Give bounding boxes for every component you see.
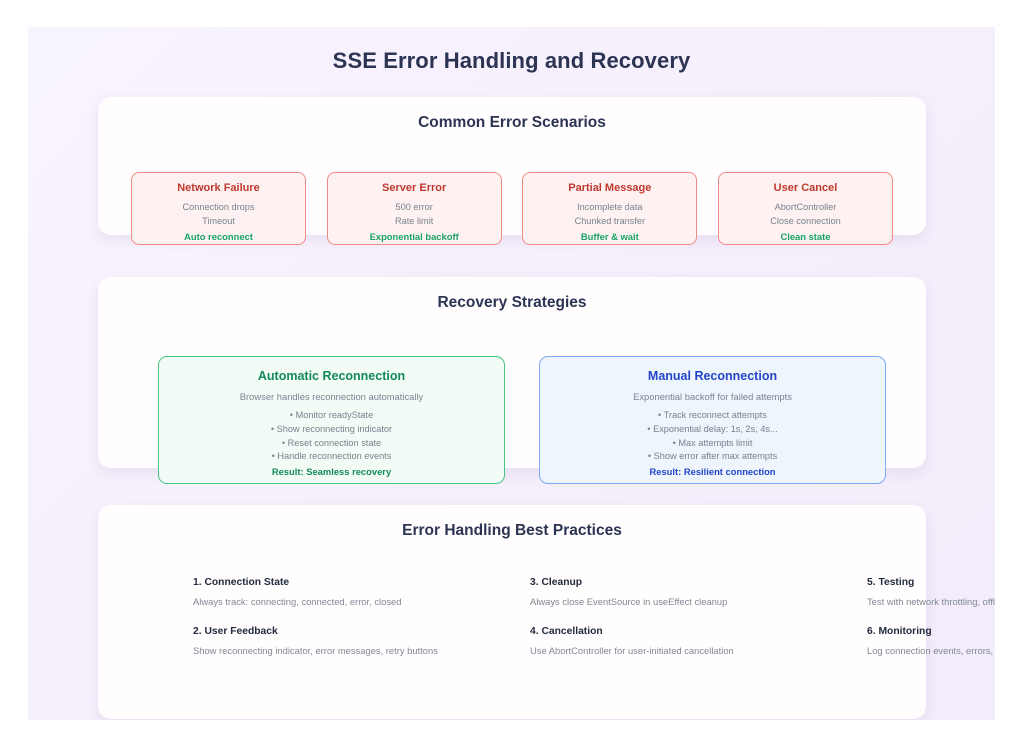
- error-card-detail: 500 error: [395, 202, 433, 212]
- practice-column-1: 1. Connection State Always track: connec…: [193, 577, 530, 656]
- practice-title: 6. Monitoring: [867, 626, 932, 637]
- error-card-detail: Timeout: [202, 215, 235, 226]
- error-card-fix: Exponential backoff: [369, 230, 459, 242]
- error-card-title: Partial Message: [568, 182, 652, 194]
- recovery-panel-automatic-reconnection[interactable]: Automatic Reconnection Browser handles r…: [158, 356, 505, 484]
- recovery-panel-result: Result: Resilient connection: [649, 466, 776, 478]
- page-title: SSE Error Handling and Recovery: [332, 48, 691, 73]
- error-card-detail: Incomplete data: [577, 202, 643, 212]
- error-card-title: User Cancel: [773, 182, 838, 194]
- recovery-panel-bullet: • Show error after max attempts: [647, 451, 778, 462]
- practice-title: 1. Connection State: [193, 577, 290, 588]
- practice-title: 2. User Feedback: [193, 626, 278, 637]
- error-card-detail: AbortController: [774, 202, 837, 212]
- recovery-panel-bullet: • Reset connection state: [281, 437, 382, 448]
- practice-column-2: 3. Cleanup Always close EventSource in u…: [530, 577, 867, 656]
- section-heading-errors: Common Error Scenarios: [418, 114, 606, 131]
- section-error-handling-best-practices: Error Handling Best Practices 1. Connect…: [98, 505, 995, 719]
- error-card-server-error[interactable]: Server Error 500 error Rate limit Expone…: [326, 172, 502, 245]
- practice-desc: Show reconnecting indicator, error messa…: [193, 645, 438, 656]
- practice-item-testing: 5. Testing Test with network throttling,…: [867, 577, 995, 607]
- practice-desc: Test with network throttling, offline mo…: [867, 596, 995, 607]
- recovery-panel-bullet: • Track reconnect attempts: [658, 410, 767, 420]
- error-card-title: Server Error: [382, 182, 447, 194]
- practice-title: 3. Cleanup: [530, 577, 583, 588]
- practice-item-user-feedback: 2. User Feedback Show reconnecting indic…: [193, 626, 530, 656]
- section-recovery-strategies: Recovery Strategies Automatic Reconnecti…: [98, 277, 926, 484]
- practice-item-cleanup: 3. Cleanup Always close EventSource in u…: [530, 577, 867, 607]
- section-heading-recovery: Recovery Strategies: [437, 294, 587, 311]
- section-common-error-scenarios: Common Error Scenarios Network Failure C…: [98, 97, 926, 245]
- practice-column-3: 5. Testing Test with network throttling,…: [867, 577, 995, 656]
- error-card-partial-message[interactable]: Partial Message Incomplete data Chunked …: [522, 172, 698, 245]
- error-card-detail: Rate limit: [395, 215, 434, 226]
- recovery-panel-bullet: • Show reconnecting indicator: [270, 423, 393, 434]
- error-card-fix: Auto reconnect: [184, 230, 253, 242]
- recovery-panel-manual-reconnection[interactable]: Manual Reconnection Exponential backoff …: [539, 356, 886, 484]
- error-cards-row: Network Failure Connection drops Timeout…: [131, 172, 893, 245]
- practice-desc: Always track: connecting, connected, err…: [193, 596, 402, 607]
- recovery-panel-bullet: • Handle reconnection events: [271, 451, 392, 462]
- practice-title: 4. Cancellation: [530, 626, 603, 637]
- error-card-detail: Close connection: [770, 215, 841, 226]
- recovery-panel-bullet: • Exponential delay: 1s, 2s, 4s...: [647, 423, 778, 434]
- recovery-panel-bullet: • Max attempts limit: [672, 437, 753, 448]
- error-card-fix: Clean state: [780, 230, 831, 242]
- recovery-panel-title: Manual Reconnection: [647, 369, 778, 383]
- practice-desc: Use AbortController for user-initiated c…: [530, 645, 734, 656]
- error-card-user-cancel[interactable]: User Cancel AbortController Close connec…: [717, 172, 893, 245]
- error-card-detail: Connection drops: [182, 202, 255, 212]
- practice-item-monitoring: 6. Monitoring Log connection events, err…: [867, 626, 995, 656]
- recovery-panel-result: Result: Seamless recovery: [271, 466, 392, 478]
- recovery-panel-title: Automatic Reconnection: [257, 369, 406, 383]
- error-card-title: Network Failure: [177, 182, 260, 194]
- recovery-panel-bullet: • Monitor readyState: [289, 410, 374, 420]
- error-card-network-failure[interactable]: Network Failure Connection drops Timeout…: [131, 172, 306, 245]
- recovery-panel-subtitle: Exponential backoff for failed attempts: [633, 391, 792, 402]
- practice-item-cancellation: 4. Cancellation Use AbortController for …: [530, 626, 867, 656]
- error-card-fix: Buffer & wait: [580, 230, 639, 242]
- practice-desc: Log connection events, errors, reconnect…: [867, 645, 995, 656]
- page-canvas: SSE Error Handling and Recovery Common E…: [28, 27, 995, 720]
- section-heading-practices: Error Handling Best Practices: [402, 522, 622, 539]
- recovery-panels-row: Automatic Reconnection Browser handles r…: [158, 356, 886, 484]
- error-card-detail: Chunked transfer: [574, 215, 646, 226]
- practice-item-connection-state: 1. Connection State Always track: connec…: [193, 577, 530, 607]
- recovery-panel-subtitle: Browser handles reconnection automatical…: [239, 391, 424, 402]
- best-practices-grid: 1. Connection State Always track: connec…: [193, 577, 995, 656]
- practice-title: 5. Testing: [867, 577, 915, 588]
- practice-desc: Always close EventSource in useEffect cl…: [530, 596, 728, 607]
